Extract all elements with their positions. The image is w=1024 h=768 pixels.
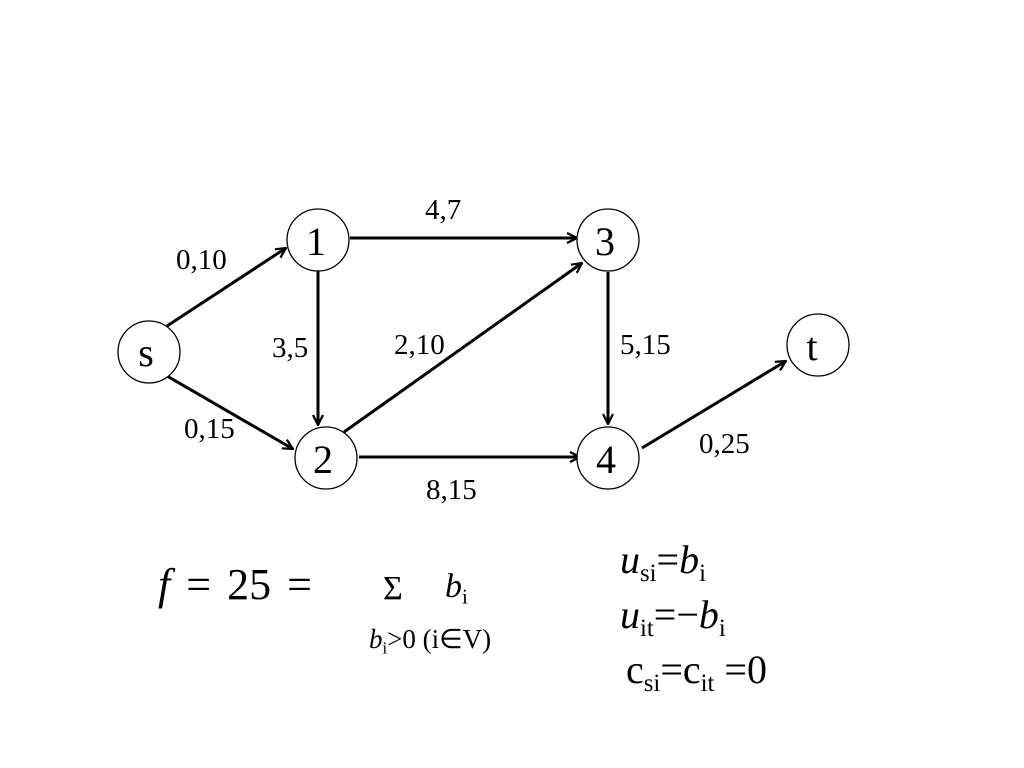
- c-symbol: c: [682, 647, 701, 692]
- condition-subscript: i: [382, 638, 388, 658]
- edge-2-3: [343, 263, 582, 434]
- u-subscript: si: [640, 559, 657, 587]
- node-label-2: 2: [313, 437, 333, 482]
- equation-u-it: uit=−bi: [620, 595, 726, 642]
- node-label-3: 3: [595, 219, 615, 264]
- flow-value-formula: f = 25 =: [158, 563, 312, 607]
- sum-symbol: Σ: [383, 570, 403, 607]
- sum-term-b: b: [445, 568, 462, 605]
- equals-sign: =: [287, 560, 312, 609]
- node-label-1: 1: [306, 219, 326, 264]
- equals-sign: =: [656, 537, 680, 582]
- edge-label-1-2: 3,5: [272, 332, 308, 364]
- edges: [166, 238, 786, 457]
- equation-u-si: usi=bi: [620, 540, 706, 587]
- edge-s-1: [166, 248, 286, 328]
- node-4: [576, 426, 640, 490]
- c-symbol: c: [626, 647, 644, 692]
- c-subscript: si: [643, 669, 661, 697]
- u-symbol: u: [620, 592, 640, 637]
- equals-zero: =0: [714, 647, 767, 692]
- node-2: [294, 426, 358, 490]
- node-s: [117, 320, 181, 384]
- u-subscript: it: [640, 614, 654, 642]
- equals-sign: =: [186, 560, 212, 609]
- equals-minus-sign: =−: [653, 592, 699, 637]
- b-symbol: b: [679, 537, 700, 582]
- edge-4-t: [641, 359, 786, 450]
- equation-c: csi=cit =0: [626, 650, 767, 697]
- node-labels: s 1 2 3 4 t: [138, 219, 817, 482]
- b-symbol: b: [698, 592, 719, 637]
- c-subscript: it: [700, 669, 715, 697]
- flow-value: 25: [227, 560, 272, 609]
- edge-label-2-3: 2,10: [394, 329, 445, 361]
- node-label-s: s: [138, 330, 154, 375]
- b-subscript: i: [699, 559, 706, 587]
- sum-term: bi: [445, 570, 468, 608]
- edge-label-3-4: 5,15: [620, 329, 671, 361]
- edge-label-s-1: 0,10: [176, 244, 227, 276]
- node-1: [286, 208, 350, 272]
- sum-condition: bi>0 (i∈V): [369, 626, 491, 657]
- edge-label-2-4: 8,15: [426, 474, 477, 506]
- u-symbol: u: [620, 537, 640, 582]
- equals-sign: =: [660, 647, 683, 692]
- edge-s-2: [166, 374, 293, 451]
- edge-label-1-3: 4,7: [425, 194, 461, 226]
- flow-symbol: f: [158, 560, 171, 609]
- edge-labels: 0,10 0,15 4,7 3,5 2,10 8,15 5,15 0,25: [176, 194, 750, 506]
- condition-rest: >0 (i∈V): [387, 624, 492, 654]
- nodes: [117, 208, 850, 490]
- edge-label-4-t: 0,25: [699, 428, 750, 460]
- node-3: [576, 208, 640, 272]
- condition-b: b: [369, 624, 383, 654]
- edge-label-s-2: 0,15: [184, 413, 235, 445]
- sum-term-subscript: i: [462, 584, 468, 609]
- node-t: [786, 313, 850, 377]
- node-label-4: 4: [596, 437, 616, 482]
- b-subscript: i: [718, 614, 726, 642]
- node-label-t: t: [806, 324, 817, 369]
